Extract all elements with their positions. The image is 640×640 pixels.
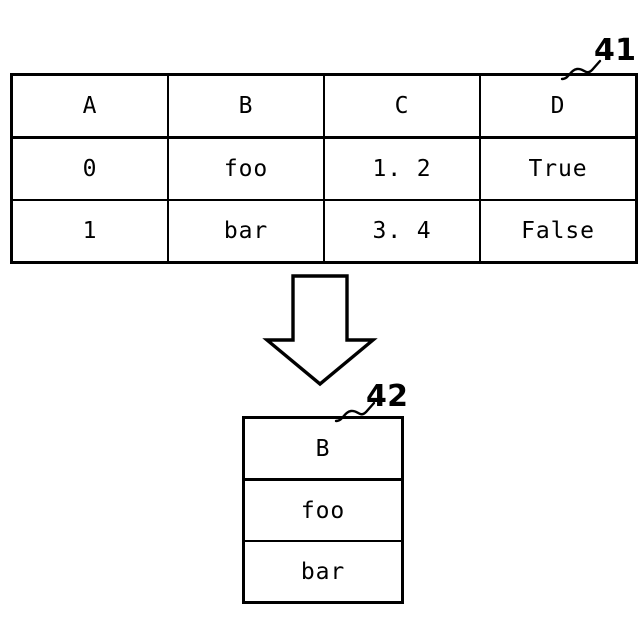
column-header-d: D xyxy=(479,73,638,139)
table-row: 1 bar 3. 4 False xyxy=(10,199,638,264)
dataframe-table-41: A B C D 0 foo 1. 2 True 1 bar 3. 4 False xyxy=(10,73,638,264)
cell-row1-col-c: 3. 4 xyxy=(323,199,481,264)
leader-line-42-icon xyxy=(334,401,376,423)
cell-row0-col-b: foo xyxy=(167,136,325,201)
cell-row0-col-d: True xyxy=(479,136,638,201)
down-arrow-icon xyxy=(262,274,378,387)
series-table-42: B foo bar xyxy=(242,416,404,604)
cell-row1-col-d: False xyxy=(479,199,638,264)
table-row: 0 foo 1. 2 True xyxy=(10,136,638,201)
cell-row1-col-a: 1 xyxy=(10,199,169,264)
table-header-row: A B C D xyxy=(10,73,638,139)
column-header-c: C xyxy=(323,73,481,139)
leader-line-41-icon xyxy=(560,59,602,81)
cell-row0-col-a: 0 xyxy=(10,136,169,201)
column-header-a: A xyxy=(10,73,169,139)
table-header-row: B xyxy=(242,416,404,481)
reference-numeral-42: 42 xyxy=(366,379,409,414)
cell-row0-col-b: foo xyxy=(242,478,404,542)
table-row: bar xyxy=(242,540,404,604)
cell-row1-col-b: bar xyxy=(167,199,325,264)
cell-row0-col-c: 1. 2 xyxy=(323,136,481,201)
column-header-b: B xyxy=(167,73,325,139)
cell-row1-col-b: bar xyxy=(242,540,404,604)
table-row: foo xyxy=(242,478,404,542)
column-header-b: B xyxy=(242,416,404,481)
